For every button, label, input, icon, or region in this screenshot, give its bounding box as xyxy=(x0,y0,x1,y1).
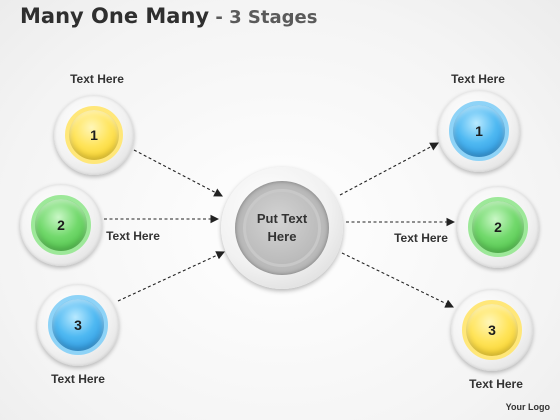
arrow-left-3-to-hub xyxy=(117,251,225,302)
title-sub: - 3 Stages xyxy=(209,7,318,28)
left-node-2: 2 xyxy=(20,184,102,266)
right-node-2-number: 2 xyxy=(468,197,528,257)
right-node-3: 3 xyxy=(451,289,533,371)
left-node-1: 1 xyxy=(54,95,134,175)
arrow-hub-to-right-3 xyxy=(341,252,454,308)
page-title: Many One Many - 3 Stages xyxy=(20,4,317,28)
title-main: Many One Many xyxy=(20,4,210,28)
left-node-3: 3 xyxy=(37,284,119,366)
left-node-1-label: Text Here xyxy=(70,72,124,86)
right-node-2-label: Text Here xyxy=(394,231,448,245)
right-node-3-number: 3 xyxy=(462,300,522,360)
right-node-1-label: Text Here xyxy=(451,72,505,86)
hub-center: Put Text Here xyxy=(243,189,321,267)
arrow-hub-to-right-1 xyxy=(339,142,439,196)
right-node-1: 1 xyxy=(438,90,520,172)
left-node-1-number: 1 xyxy=(65,106,123,164)
left-node-2-number: 2 xyxy=(31,195,91,255)
right-node-2: 2 xyxy=(457,186,539,268)
logo-text: Your Logo xyxy=(505,402,550,412)
right-node-1-number: 1 xyxy=(449,101,509,161)
hub-node: Put Text Here xyxy=(221,167,343,289)
right-node-3-label: Text Here xyxy=(469,377,523,391)
arrow-left-1-to-hub xyxy=(133,149,223,197)
hub-text: Put Text Here xyxy=(256,211,308,244)
hub-middle-ring: Put Text Here xyxy=(235,181,329,275)
left-node-3-number: 3 xyxy=(48,295,108,355)
left-node-2-label: Text Here xyxy=(106,229,160,243)
left-node-3-label: Text Here xyxy=(51,372,105,386)
